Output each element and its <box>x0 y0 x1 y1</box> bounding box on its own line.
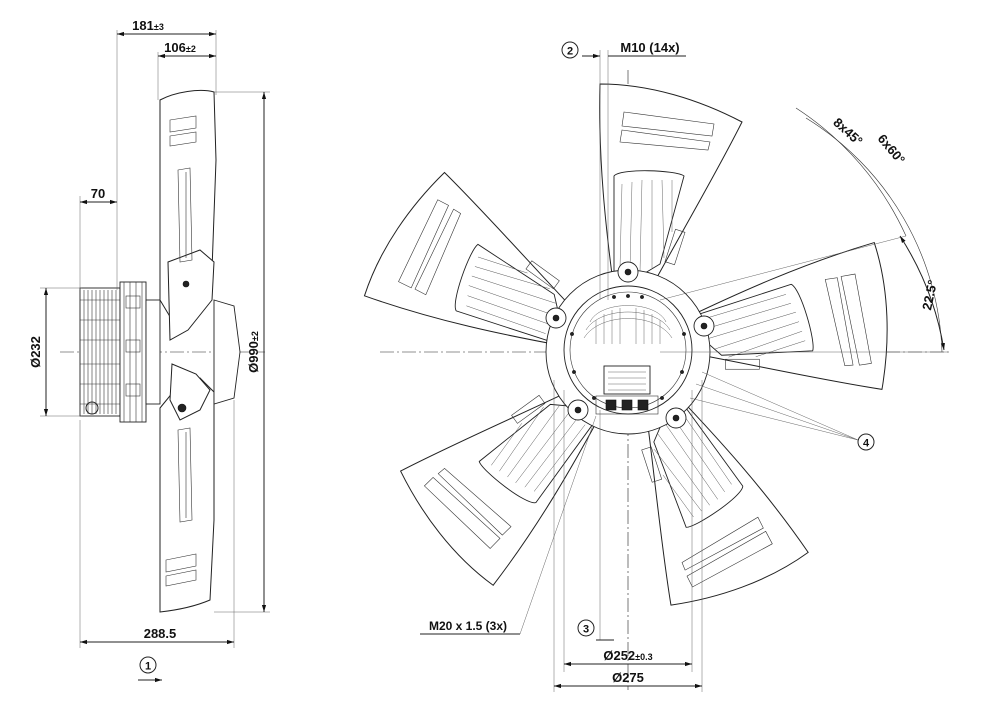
svg-text:4: 4 <box>863 438 870 450</box>
blade-right <box>682 241 888 390</box>
motor-housing <box>79 281 161 423</box>
dim-thread-m10: M10 (14x) <box>620 40 679 55</box>
front-view: M10 (14x) 8x45° 6x60° 22.5° M20 x 1.5 (3… <box>363 40 950 692</box>
dim-angle-6x60: 6x60° <box>875 131 908 167</box>
svg-text:2: 2 <box>567 46 573 58</box>
blade-bottom-right <box>641 393 809 606</box>
callout-1-airflow: 1 <box>138 656 162 683</box>
dim-bolt-circle-252: Ø252±0.3 <box>603 648 652 663</box>
side-dimensions <box>40 30 270 648</box>
dim-total-length: 288.5 <box>144 626 177 641</box>
dim-motor-offset: 70 <box>91 186 105 201</box>
blade-left <box>363 171 577 347</box>
blade-side-profile <box>159 89 241 613</box>
dim-thread-m20: M20 x 1.5 (3x) <box>429 619 507 633</box>
hub-motor-face <box>545 261 715 435</box>
dim-motor-diameter: Ø232 <box>28 336 43 368</box>
callout-3: 3 <box>577 619 595 637</box>
dim-angle-22-5: 22.5° <box>919 279 940 312</box>
svg-text:3: 3 <box>583 624 589 636</box>
dim-blade-depth: 106±2 <box>164 40 196 55</box>
callout-2: 2 <box>561 41 579 59</box>
blade-top <box>599 83 743 291</box>
dim-bolt-circle-275: Ø275 <box>612 670 644 685</box>
side-view: 181±3 106±2 70 Ø232 Ø990±2 288.5 1 <box>28 18 270 683</box>
dim-angle-8x45: 8x45° <box>830 115 865 149</box>
dim-fan-diameter: Ø990±2 <box>246 331 261 373</box>
callout-4: 4 <box>857 433 875 451</box>
svg-text:1: 1 <box>145 661 151 673</box>
front-dimensions <box>420 50 948 692</box>
dim-overall-depth: 181±3 <box>132 18 164 33</box>
impeller-blades <box>363 83 888 606</box>
